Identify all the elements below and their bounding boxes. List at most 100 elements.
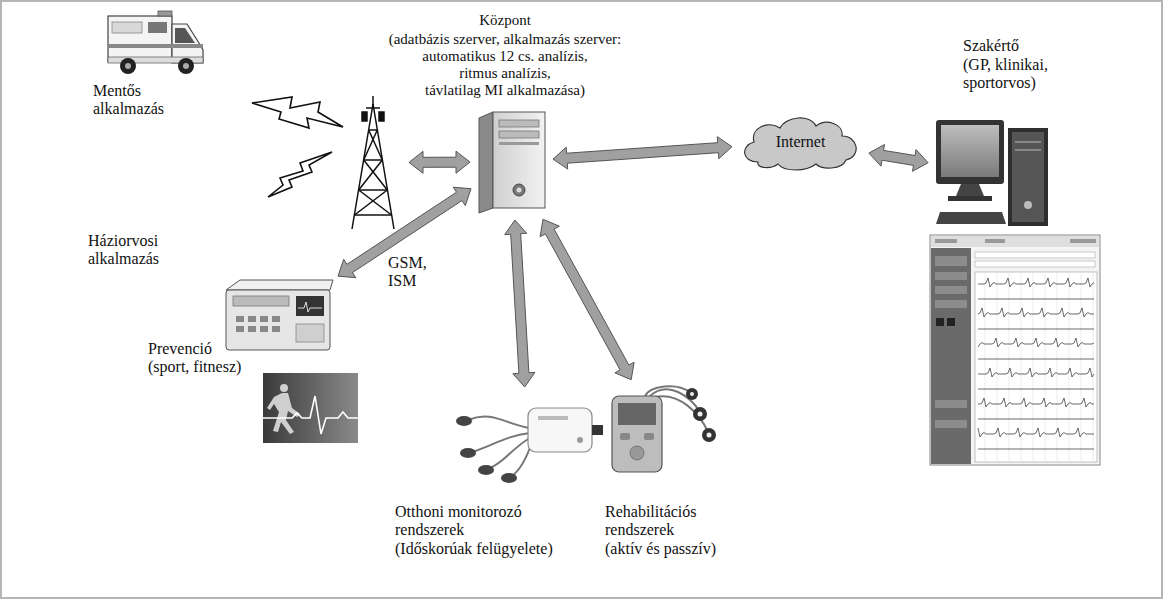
ecg-trace-part — [978, 299, 1094, 300]
home-monitor-icon-part — [528, 408, 592, 452]
computer-icon-part — [1008, 128, 1048, 226]
radio-tower-part — [355, 190, 388, 215]
radio-tower — [352, 96, 394, 229]
ecg-trace-part — [978, 359, 1094, 360]
ecg-software-screenshot-part — [931, 236, 1099, 247]
wireless-bolt — [252, 97, 343, 197]
rehab-device-icon-part — [655, 396, 708, 432]
node-description: (adatbázis szerver, alkalmazás szerver: … — [355, 31, 655, 99]
ecg-software-screenshot-part — [975, 261, 1095, 267]
ecg-trace-part — [1009, 273, 1010, 461]
ecg-machine-icon-part — [248, 326, 256, 332]
ecg-machine-icon-part — [226, 290, 330, 350]
home-monitor-icon-part — [456, 416, 472, 426]
ecg-machine-icon-part — [272, 326, 280, 332]
radio-tower-part — [359, 160, 383, 190]
radio-tower-part — [364, 160, 388, 190]
ambulance-icon-part — [108, 16, 172, 62]
ambulance-icon-part — [148, 22, 167, 33]
ecg-software-screenshot-part — [975, 252, 1095, 258]
ecg-machine-icon-part — [298, 302, 322, 312]
node-label: Háziorvosi alkalmazás — [88, 232, 159, 268]
node-label: Internet — [776, 133, 826, 151]
radio-tower-part — [359, 189, 388, 191]
radio-tower-part — [366, 107, 380, 109]
server-icon-part — [513, 184, 525, 196]
ecg-trace-part — [978, 329, 1094, 330]
radio-tower-part — [364, 159, 383, 161]
double-arrow — [505, 220, 535, 387]
ecg-software-screenshot-part — [935, 256, 967, 266]
ecg-trace-part — [978, 308, 1094, 317]
ecg-software-screenshot — [930, 235, 1100, 465]
rehab-device-icon-part — [630, 446, 644, 460]
node-label: Otthoni monitorozó rendszerek — [395, 503, 522, 539]
ecg-software-screenshot-part — [935, 272, 967, 280]
radio-tower-part — [369, 129, 378, 131]
ecg-software-screenshot-part — [947, 318, 955, 326]
rehab-device-icon-part — [620, 433, 630, 440]
double-arrow — [553, 137, 732, 169]
server-icon-part — [493, 112, 545, 208]
home-monitor-icon-part — [472, 433, 530, 452]
server-icon-part — [499, 120, 539, 127]
server-icon-part — [499, 142, 539, 145]
computer-icon-part — [1015, 141, 1041, 143]
ecg-trace-part — [978, 278, 1094, 287]
radio-tower-part — [373, 104, 394, 229]
ecg-trace-part — [1033, 273, 1034, 461]
ecg-trace-part — [978, 398, 1094, 407]
ambulance-icon-part — [158, 11, 172, 16]
ecg-software-screenshot-part — [935, 400, 967, 408]
ecg-machine-icon — [226, 280, 333, 350]
node-label: Mentős alkalmazás — [93, 82, 164, 118]
double-arrow — [409, 151, 470, 173]
computer-icon-part — [941, 125, 999, 177]
ambulance-icon-part — [125, 63, 131, 69]
ecg-trace-part — [978, 389, 1094, 390]
cloud-node: Internet — [738, 112, 863, 172]
rehab-device-icon-part — [645, 386, 690, 396]
ambulance-icon-part — [183, 63, 189, 69]
ecg-machine-icon-part — [233, 296, 289, 306]
radio-tower-part — [364, 130, 378, 160]
rehab-device-icon-part — [618, 403, 656, 425]
ecg-trace-part — [1021, 273, 1022, 461]
ecg-trace-part — [978, 338, 1094, 347]
ecg-software-screenshot-part — [935, 420, 967, 428]
ecg-machine-icon-part — [260, 316, 268, 322]
rehab-device-icon-part — [707, 433, 712, 438]
expert-node: Szakértő(GP, klinikai, sportorvos) — [934, 118, 1050, 228]
home-monitor-icon-part — [538, 416, 568, 420]
computer-icon-part — [1012, 132, 1044, 222]
tower-node: GSM, ISM — [343, 95, 403, 230]
home-monitor-icon-part — [501, 473, 517, 483]
ecg-device-node: Háziorvosi alkalmazás — [225, 278, 333, 352]
computer-icon-part — [936, 212, 1006, 224]
home-monitor-icon — [456, 408, 603, 483]
rehab-device-icon-part — [612, 396, 662, 472]
ambulance-icon-part — [120, 58, 136, 74]
ecg-machine-icon-part — [296, 324, 324, 342]
ambulance-icon-part — [175, 28, 195, 43]
node-label: Prevenció — [148, 340, 212, 358]
ecg-software-screenshot-part — [935, 239, 957, 243]
node-label: Szakértő — [963, 37, 1019, 55]
home-monitor-icon-part — [468, 416, 530, 428]
rehab-device-icon-part — [702, 428, 716, 442]
ecg-machine-icon-part — [296, 296, 324, 316]
node-label: Központ — [355, 12, 655, 29]
server-node: Központ(adatbázis szerver, alkalmazás sz… — [476, 110, 547, 214]
rehab-device-icon-part — [686, 388, 698, 400]
wireless-bolt-part — [268, 152, 332, 197]
home-monitor-icon-part — [478, 465, 494, 475]
ecg-machine-icon-part — [236, 316, 244, 322]
home-monitor-node: Otthoni monitorozó rendszerek(Időskorúak… — [453, 393, 603, 493]
node-description: (aktív és passzív) — [605, 540, 716, 558]
ecg-software-screenshot-part — [930, 235, 1100, 465]
double-arrow — [869, 145, 928, 172]
double-arrow — [540, 219, 634, 379]
